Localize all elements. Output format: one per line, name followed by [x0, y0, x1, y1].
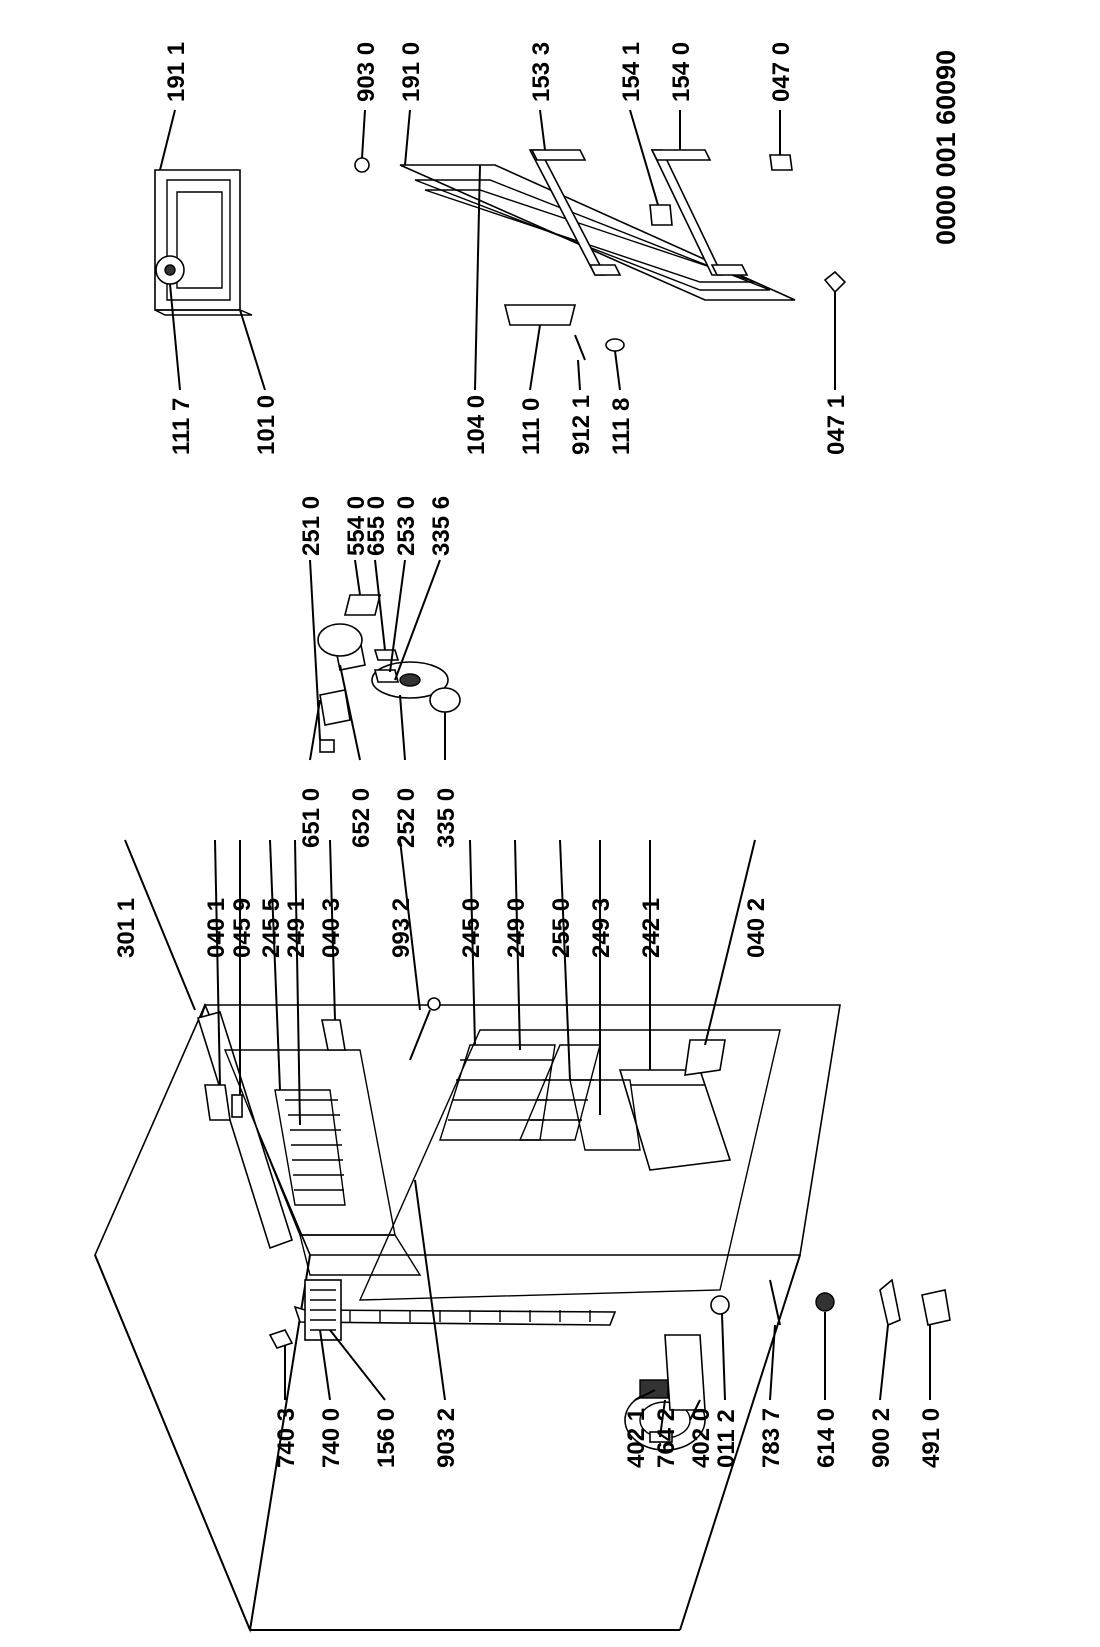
label-903-2: 903 2 — [433, 1408, 460, 1468]
label-783-7: 783 7 — [758, 1408, 785, 1468]
compressor — [624, 1334, 706, 1451]
label-249-1: 249 1 — [283, 898, 310, 958]
label-740-3: 740 3 — [273, 1408, 300, 1468]
label-156-0: 156 0 — [373, 1408, 400, 1468]
label-111-8: 111 8 — [608, 398, 635, 455]
fridge-door — [399, 164, 796, 301]
label-251-0: 251 0 — [298, 496, 325, 556]
label-242-1: 242 1 — [638, 898, 665, 958]
label-245-0: 245 0 — [458, 898, 485, 958]
label-047-1: 047 1 — [823, 395, 850, 455]
label-652-0: 652 0 — [348, 788, 375, 848]
label-402-1: 402 1 — [623, 1408, 650, 1468]
label-554-0: 554 0 — [343, 496, 370, 556]
label-993-2: 993 2 — [388, 898, 415, 958]
label-491-0: 491 0 — [918, 1408, 945, 1468]
label-255-0: 255 0 — [548, 898, 575, 958]
label-040-2: 040 2 — [743, 898, 770, 958]
document-number: 0000 001 60090 — [931, 50, 961, 245]
label-101-0: 101 0 — [253, 395, 280, 455]
label-191-0: 191 0 — [398, 42, 425, 102]
label-903-0: 903 0 — [353, 42, 380, 102]
label-764-2: 764 2 — [653, 1408, 680, 1468]
evaporator — [304, 1279, 342, 1341]
label-191-1: 191 1 — [163, 42, 190, 102]
label-011-2: 011 2 — [713, 1409, 740, 1468]
label-104-0: 104 0 — [463, 395, 490, 455]
freezer-grid — [274, 1089, 346, 1206]
label-301-1: 301 1 — [113, 898, 140, 958]
label-655-0: 655 0 — [363, 496, 390, 556]
label-335-6: 335 6 — [428, 496, 455, 556]
label-154-1: 154 1 — [618, 42, 645, 102]
label-912-1: 912 1 — [568, 395, 595, 455]
part-labels: 301 1 040 1 045 9 245 5 249 1 040 3 993 … — [113, 42, 961, 1468]
label-111-0: 111 0 — [518, 398, 545, 455]
door-shelves — [528, 149, 749, 276]
label-900-2: 900 2 — [868, 1408, 895, 1468]
label-651-0: 651 0 — [298, 788, 325, 848]
label-045-9: 045 9 — [229, 898, 256, 958]
freezer-door — [154, 169, 253, 316]
label-249-3: 249 3 — [588, 898, 615, 958]
fridge-cabinet — [94, 997, 841, 1633]
label-252-0: 252 0 — [393, 788, 420, 848]
label-249-0: 249 0 — [503, 898, 530, 958]
label-253-0: 253 0 — [393, 496, 420, 556]
label-154-0: 154 0 — [668, 42, 695, 102]
fridge-shelves — [439, 1044, 601, 1141]
label-614-0: 614 0 — [813, 1408, 840, 1468]
label-040-3: 040 3 — [318, 898, 345, 958]
label-040-1: 040 1 — [203, 898, 230, 958]
label-111-7: 111 7 — [168, 398, 195, 455]
label-047-0: 047 0 — [768, 42, 795, 102]
leader-lines — [124, 109, 931, 1438]
label-153-3: 153 3 — [528, 42, 555, 102]
label-335-0: 335 0 — [433, 788, 460, 848]
condenser — [293, 1305, 617, 1326]
label-402-0: 402 0 — [688, 1408, 715, 1468]
label-245-5: 245 5 — [258, 898, 285, 958]
label-740-0: 740 0 — [318, 1408, 345, 1468]
